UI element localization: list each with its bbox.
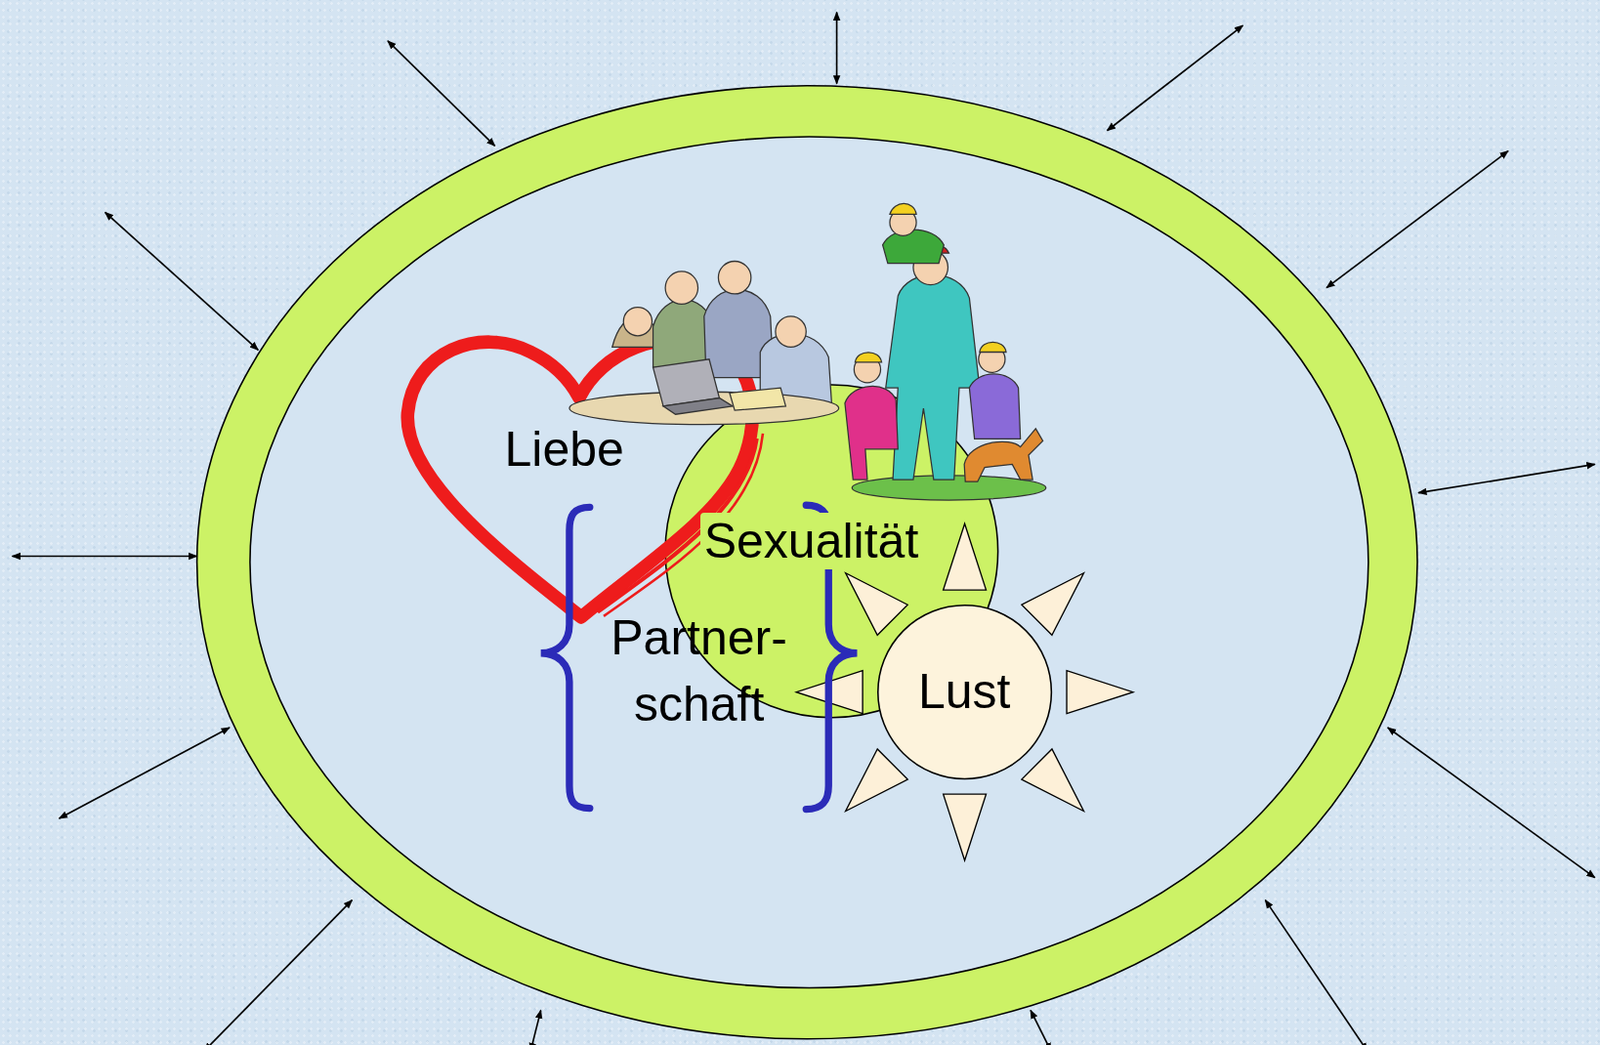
heart-outline bbox=[408, 339, 754, 618]
child-body bbox=[883, 229, 945, 263]
double-arrow bbox=[105, 211, 259, 350]
double-arrow bbox=[1418, 463, 1596, 493]
radiating-arrows bbox=[12, 12, 1596, 1045]
double-arrow bbox=[836, 12, 839, 85]
double-arrow bbox=[1388, 727, 1596, 879]
sun-ray bbox=[1021, 749, 1085, 812]
laptop-base bbox=[663, 398, 733, 416]
heart-stroke bbox=[603, 433, 763, 617]
child-hair bbox=[979, 341, 1007, 352]
person-head bbox=[717, 261, 751, 295]
person-head bbox=[623, 307, 652, 337]
double-arrow bbox=[1326, 151, 1509, 289]
node-text: Sexualität bbox=[700, 512, 924, 570]
right-brace bbox=[805, 505, 857, 809]
sun-ray bbox=[942, 794, 986, 861]
child-body bbox=[968, 374, 1020, 439]
outer-ring bbox=[197, 85, 1418, 1040]
double-arrow bbox=[1030, 1010, 1052, 1045]
sun-ray bbox=[844, 573, 908, 636]
sun-ray bbox=[844, 749, 908, 812]
family-clipart bbox=[844, 203, 1047, 501]
double-arrow bbox=[1106, 25, 1243, 131]
node-text: Liebe bbox=[505, 421, 625, 478]
sun-ray bbox=[942, 523, 986, 590]
child-hair bbox=[889, 203, 917, 214]
sun-ray bbox=[1021, 573, 1085, 636]
double-arrow bbox=[530, 1010, 541, 1045]
double-arrow bbox=[387, 41, 496, 147]
label-text: Partner- schaft bbox=[593, 604, 804, 738]
sun-node: Lust bbox=[791, 518, 1138, 866]
inner-ring bbox=[250, 136, 1369, 988]
sun-ray bbox=[1066, 671, 1134, 715]
adult-body bbox=[885, 274, 980, 480]
papers bbox=[729, 387, 786, 411]
meeting-clipart bbox=[569, 261, 840, 425]
child-hair bbox=[854, 352, 882, 363]
curly-brackets bbox=[541, 505, 858, 809]
person-head bbox=[665, 271, 698, 304]
dog bbox=[964, 428, 1043, 482]
double-arrow bbox=[204, 900, 352, 1045]
person-head bbox=[775, 316, 806, 347]
double-arrow bbox=[59, 727, 230, 819]
double-arrow bbox=[12, 555, 198, 558]
node-text: Lust bbox=[918, 663, 1011, 720]
left-brace bbox=[541, 506, 590, 808]
sun-disc bbox=[877, 605, 1052, 780]
child-body bbox=[844, 385, 898, 480]
double-arrow bbox=[1264, 900, 1367, 1045]
